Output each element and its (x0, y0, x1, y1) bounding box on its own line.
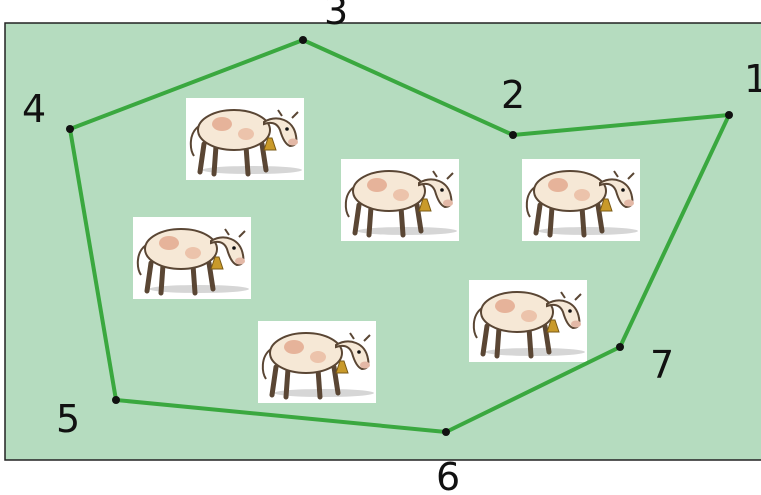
vertex-dot (509, 131, 517, 139)
vertex-label-1: 1 (744, 57, 761, 101)
vertex-label-2: 2 (501, 73, 525, 117)
cow-icon (258, 321, 376, 403)
vertex-dot (112, 396, 120, 404)
vertex-label-3: 3 (324, 0, 348, 33)
vertex-dot (725, 111, 733, 119)
vertex-dot (616, 343, 624, 351)
pasture-field (4, 22, 761, 461)
fence-vertices (66, 36, 733, 436)
cow-icon (522, 159, 640, 241)
cow-icon (186, 98, 304, 180)
vertex-dot (442, 428, 450, 436)
vertex-dot (66, 125, 74, 133)
cow-icon (133, 217, 251, 299)
fence-polygon (68, 38, 731, 434)
vertex-label-4: 4 (22, 87, 46, 131)
cow-icon (469, 280, 587, 362)
vertex-labels: 1 2 3 4 5 6 7 (22, 0, 761, 495)
vertex-label-6: 6 (436, 455, 460, 495)
vertex-label-5: 5 (56, 397, 80, 441)
vertex-dot (299, 36, 307, 44)
vertex-label-7: 7 (650, 343, 674, 387)
cow-icon (341, 159, 459, 241)
